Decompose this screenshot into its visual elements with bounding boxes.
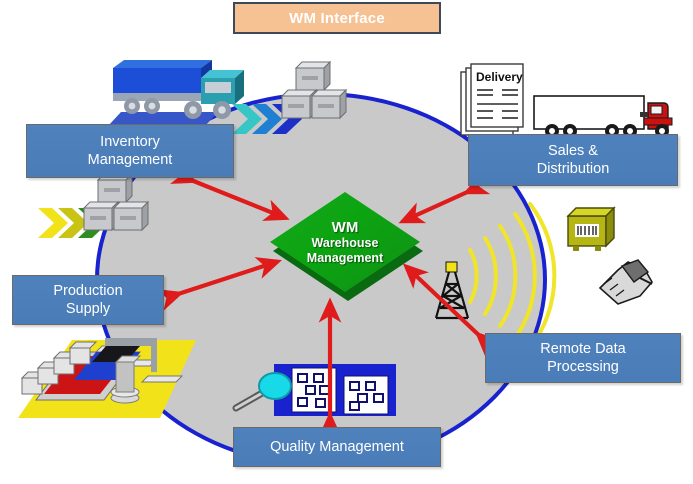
node-quality-line1: Quality Management <box>270 438 404 455</box>
page-title: WM Interface <box>289 9 385 27</box>
node-sales-line2: Distribution <box>536 161 610 177</box>
red-cab-trailer-truck-icon <box>533 95 673 138</box>
node-inventory-management[interactable]: Inventory Management <box>26 124 234 178</box>
barcode-box-icon <box>566 206 616 251</box>
node-sales-line1: Sales & <box>548 142 598 159</box>
svg-text:Delivery: Delivery <box>476 70 523 84</box>
node-inventory-line1: Inventory <box>100 133 160 150</box>
node-sales-distribution[interactable]: Sales & Distribution <box>468 134 678 186</box>
node-production-line2: Supply <box>65 301 111 317</box>
node-remote-line2: Processing <box>547 359 619 375</box>
diamond-face <box>270 192 420 292</box>
node-remote-data-processing[interactable]: Remote Data Processing <box>485 333 681 383</box>
handheld-barcode-scanner-icon <box>598 259 653 305</box>
delivery-documents-icon: Delivery <box>460 63 524 136</box>
node-production-line1: Production <box>53 282 123 299</box>
green-chevron-arrows-icon <box>38 208 108 238</box>
node-inventory-line2: Management <box>87 152 173 168</box>
center-node-warehouse-management[interactable]: WM Warehouse Management <box>270 192 423 301</box>
node-production-supply[interactable]: Production Supply <box>12 275 164 325</box>
diagram-title-banner: WM Interface <box>233 2 441 34</box>
node-remote-line1: Remote Data <box>540 340 626 357</box>
node-quality-management[interactable]: Quality Management <box>233 427 441 467</box>
